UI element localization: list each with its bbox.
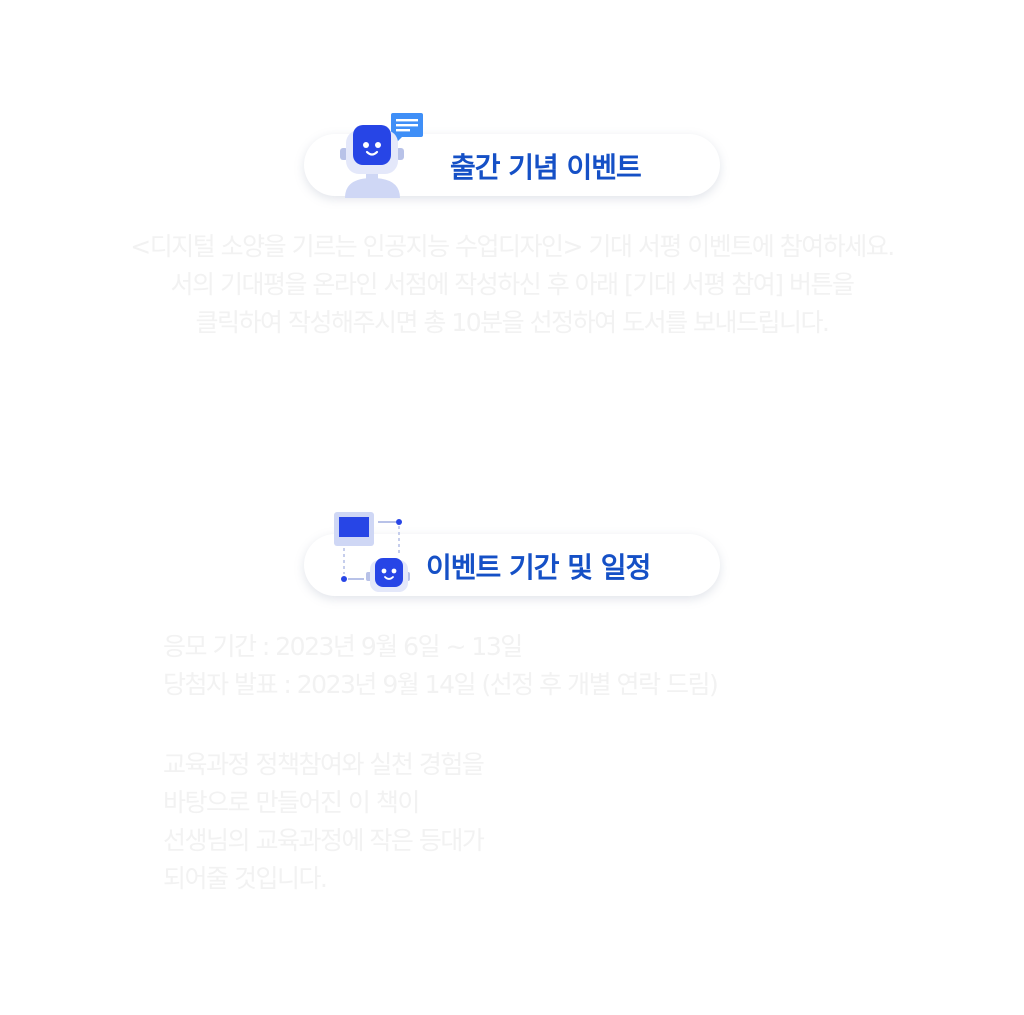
intro-line: 클릭하여 작성해주시면 총 10분을 선정하여 도서를 보내드립니다.	[195, 308, 830, 337]
spacer	[163, 704, 963, 746]
robot-laptop-icon	[334, 512, 410, 592]
closing-line: 되어줄 것입니다.	[163, 864, 328, 893]
robot-chat-icon	[340, 113, 423, 198]
section-title-launch-event: 출간 기념 이벤트	[450, 151, 642, 184]
closing-line: 교육과정 정책참여와 실천 경험을	[163, 750, 485, 779]
section-title-schedule: 이벤트 기간 및 일정	[426, 551, 651, 584]
schedule-line: 응모 기간 : 2023년 9월 6일 ~ 13일	[163, 632, 523, 661]
event-intro-text: <디지털 소양을 기르는 인공지능 수업디자인> 기대 서평 이벤트에 참여하세…	[40, 228, 984, 342]
schedule-line: 당첨자 발표 : 2023년 9월 14일 (선정 후 개별 연락 드림)	[163, 670, 719, 699]
event-schedule-text: 응모 기간 : 2023년 9월 6일 ~ 13일 당첨자 발표 : 2023년…	[163, 628, 963, 898]
closing-line: 바탕으로 만들어진 이 책이	[163, 788, 420, 817]
closing-line: 선생님의 교육과정에 작은 등대가	[163, 826, 485, 855]
intro-line: 서의 기대평을 온라인 서점에 작성하신 후 아래 [기대 서평 참여] 버튼을	[170, 270, 855, 299]
intro-line: <디지털 소양을 기르는 인공지능 수업디자인> 기대 서평 이벤트에 참여하세…	[130, 232, 895, 261]
